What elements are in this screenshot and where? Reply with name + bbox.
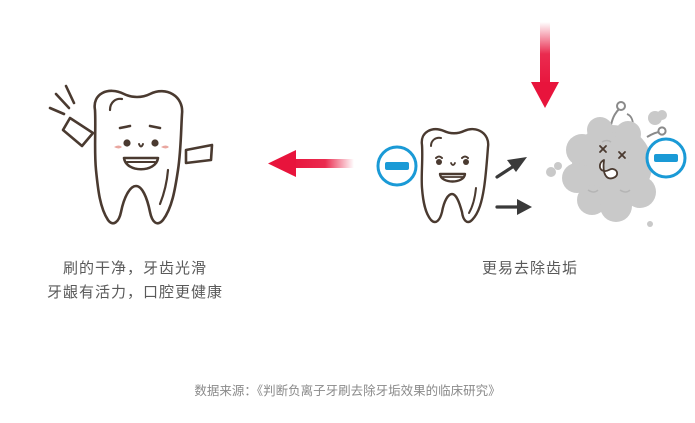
dark-arrow-right-icon	[497, 199, 532, 215]
red-arrow-down-icon	[531, 22, 559, 108]
left-caption: 刷的干净，牙齿光滑 牙龈有活力，口腔更健康	[0, 256, 270, 304]
data-source-note: 数据来源：《判断负离子牙刷去除牙垢效果的临床研究》	[0, 380, 695, 399]
left-caption-line1: 刷的干净，牙齿光滑	[0, 256, 270, 280]
right-caption: 更易去除齿垢	[440, 256, 620, 280]
negative-ion-icon	[647, 139, 685, 177]
sad-tooth-icon	[422, 129, 488, 222]
negative-ion-icon	[378, 147, 416, 185]
left-caption-line2: 牙龈有活力，口腔更健康	[0, 280, 270, 304]
happy-tooth-icon	[50, 86, 212, 223]
red-arrow-left-icon	[268, 150, 354, 177]
dark-arrow-up-icon	[497, 157, 527, 177]
